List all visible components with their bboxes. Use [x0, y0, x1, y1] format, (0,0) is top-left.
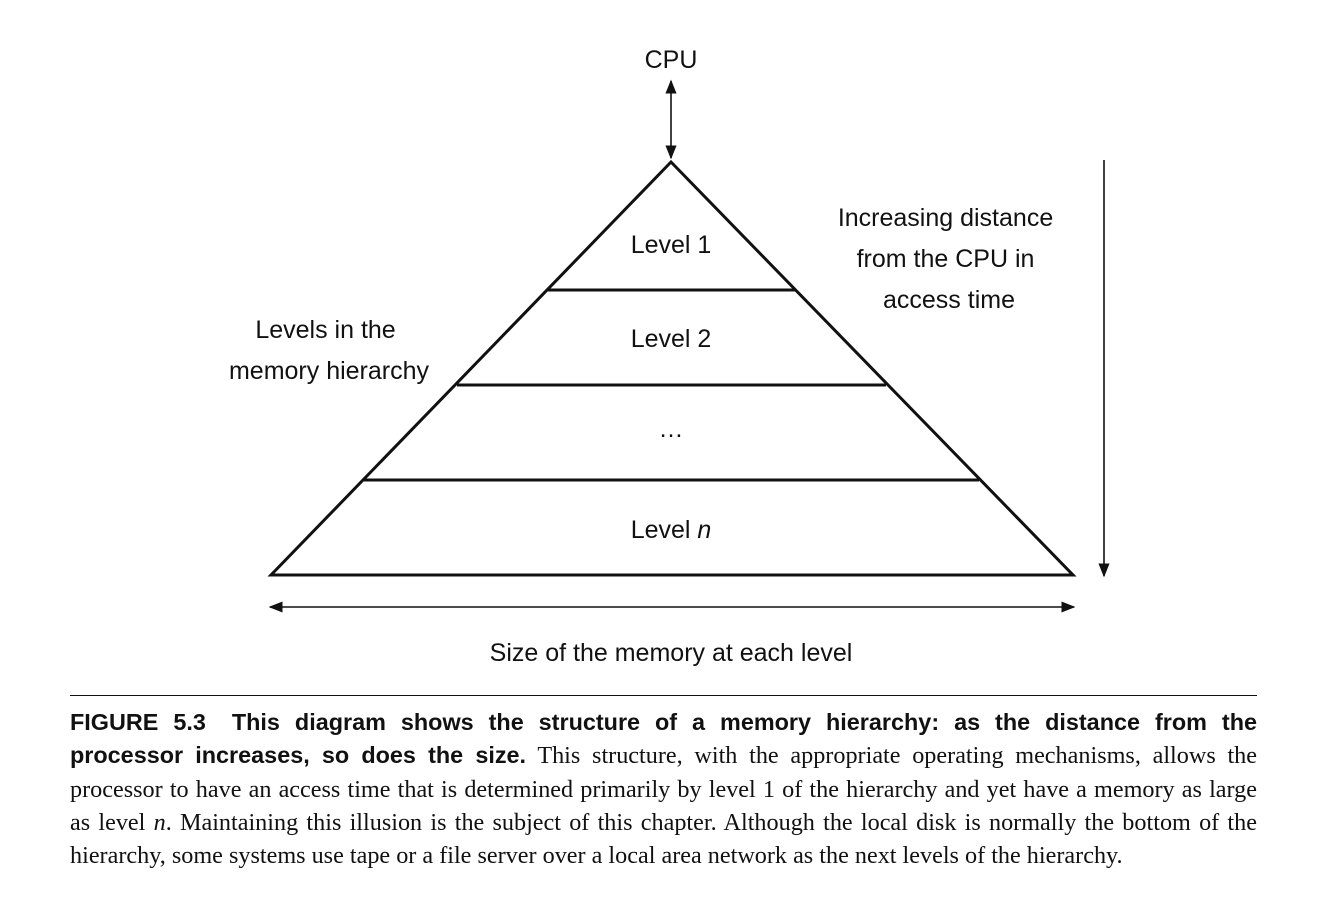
- level-2-label: Level 2: [631, 325, 712, 353]
- level-1-label: Level 1: [631, 231, 712, 259]
- distance-label-line-3: access time: [883, 286, 1015, 314]
- figure-number: FIGURE 5.3: [70, 709, 206, 735]
- caption-body-1: This structure, with the appropriate ope…: [70, 742, 1257, 836]
- caption-body-2: . Maintaining this illusion is the subje…: [70, 808, 1257, 870]
- distance-label-line-1: Increasing distance: [838, 204, 1053, 232]
- distance-label: Increasing distance from the CPU in acce…: [838, 204, 1060, 314]
- level-ellipsis-label: …: [659, 415, 684, 443]
- levels-label-line-1: Levels in the: [255, 316, 395, 344]
- level-n-label: Level n: [631, 516, 712, 544]
- levels-label: Levels in the memory hierarchy: [229, 316, 430, 385]
- levels-label-line-2: memory hierarchy: [229, 357, 430, 385]
- figure-title: This diagram shows the structure of a me…: [70, 709, 1257, 769]
- hierarchy-pyramid: [267, 159, 1077, 577]
- caption-rule: [70, 695, 1257, 696]
- caption-italic-n: n: [153, 808, 166, 836]
- distance-label-line-2: from the CPU in: [857, 245, 1035, 273]
- cpu-label: CPU: [645, 46, 698, 74]
- size-label: Size of the memory at each level: [490, 639, 853, 667]
- memory-hierarchy-diagram: CPU Level 1 Level 2 … Level n Levels in …: [229, 46, 1110, 667]
